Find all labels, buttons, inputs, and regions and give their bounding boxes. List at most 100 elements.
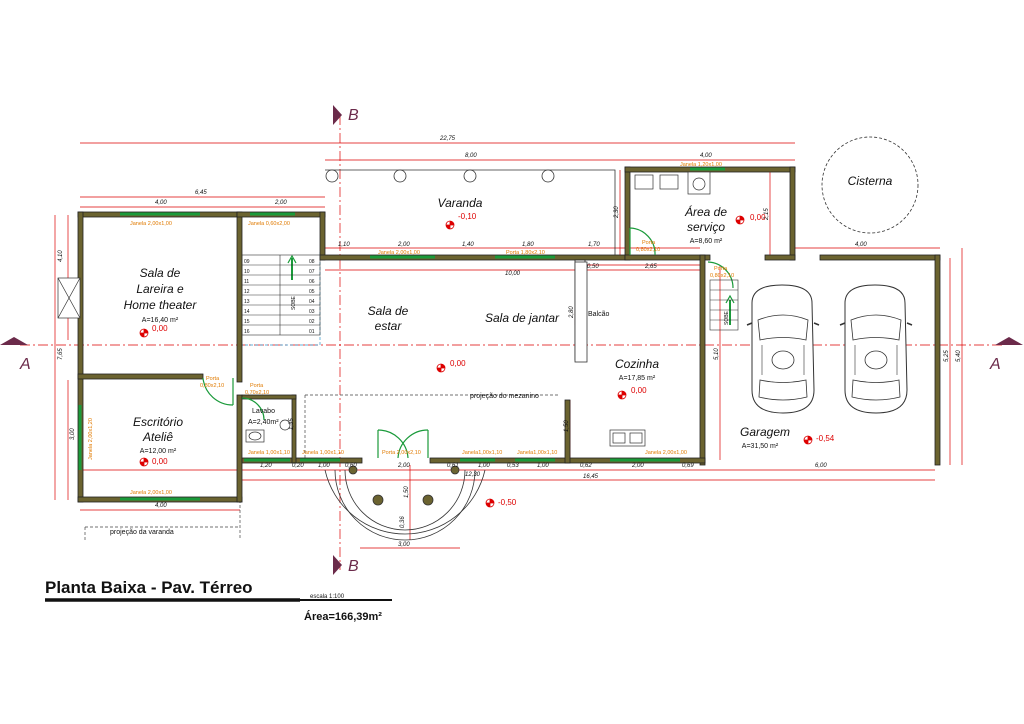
projecao-mezanino-note: projeção do mezanino [470,393,539,400]
svg-text:0,36: 0,36 [400,516,406,528]
svg-text:Janela1,00x1,10: Janela1,00x1,10 [462,450,502,456]
svg-text:03: 03 [309,309,315,315]
garagem-name: Garagem [740,425,790,439]
svg-text:0,69: 0,69 [682,463,694,469]
sala-lareira-l2: Lareira e [136,282,184,296]
svg-text:Janela 1,00x1,10: Janela 1,00x1,10 [248,450,290,456]
svg-text:Janela 1,20x1,00: Janela 1,20x1,00 [680,162,722,168]
servico-l1: Área de [684,204,727,219]
svg-text:5,40: 5,40 [956,350,962,362]
svg-text:Janela 0,60x2,00: Janela 0,60x2,00 [248,221,290,227]
svg-text:Porta: Porta [206,376,220,382]
svg-text:04: 04 [309,299,315,305]
varanda-level: -0,10 [458,212,477,221]
staircase [241,254,739,336]
cistern-outline [821,136,919,234]
svg-text:0,20: 0,20 [292,463,304,469]
svg-text:2,30: 2,30 [614,206,620,219]
svg-text:3,00: 3,00 [398,542,410,548]
escritorio-area: A=12,00 m² [140,448,177,455]
svg-text:4,00: 4,00 [155,503,167,509]
sala-lareira-level: 0,00 [152,324,168,333]
svg-text:2,80: 2,80 [569,306,575,319]
svg-text:1,40: 1,40 [462,242,474,248]
section-b-bottom: B [348,558,359,575]
sala-lareira-l1: Sala de [140,266,181,280]
svg-text:0,62: 0,62 [580,463,592,469]
title-block: Planta Baixa - Pav. Térreo escala 1:100 … [45,578,392,623]
car-left-icon [746,284,820,414]
svg-text:0,61: 0,61 [447,463,459,469]
svg-text:06: 06 [309,279,315,285]
svg-text:Porta: Porta [250,383,264,389]
svg-text:09: 09 [244,259,250,265]
escritorio-l2: Ateliê [142,430,173,444]
svg-text:08: 08 [309,259,315,265]
svg-text:16,45: 16,45 [583,474,599,480]
sala-jantar-name: Sala de jantar [485,311,560,325]
svg-text:Janela 2,00x1,00: Janela 2,00x1,00 [645,450,687,456]
cisterna-name: Cisterna [848,174,893,188]
sala-lareira-area: A=16,40 m² [142,317,179,324]
svg-text:3,00: 3,00 [70,428,76,440]
servico-area: A=8,60 m² [690,238,723,245]
svg-text:Janela 1,00x1,10: Janela 1,00x1,10 [302,450,344,456]
sala-estar-level: 0,00 [450,359,466,368]
kitchen-sink-icon [609,429,646,447]
svg-text:1,00: 1,00 [478,463,490,469]
svg-text:16: 16 [244,329,250,335]
svg-text:1,00: 1,00 [318,463,330,469]
svg-text:Janela 2,00x1,20: Janela 2,00x1,20 [88,418,94,460]
svg-text:10,00: 10,00 [505,271,521,277]
svg-text:0,70x2,10: 0,70x2,10 [245,390,269,396]
sobe-label-2: SOBE [724,310,730,325]
cozinha-level: 0,00 [631,386,647,395]
svg-text:1,20: 1,20 [260,463,272,469]
svg-text:Porta: Porta [714,266,728,272]
sala-estar-l1: Sala de [368,304,409,318]
svg-text:1,50: 1,50 [404,486,410,498]
fireplace [57,277,81,319]
svg-text:1,80: 1,80 [522,242,534,248]
svg-text:5,10: 5,10 [714,348,720,360]
svg-text:22,75: 22,75 [439,136,456,142]
sala-lareira-l3: Home theater [124,298,198,312]
sobe-label-1: SOBE [291,295,297,310]
svg-text:05: 05 [309,289,315,295]
svg-text:4,00: 4,00 [155,200,167,206]
dimension-values: 22,75 8,00 4,00 6,45 4,00 2,00 4,10 7,65… [58,136,962,548]
svg-text:Porta 1,80x2,10: Porta 1,80x2,10 [506,250,545,256]
sala-estar-l2: estar [375,319,403,333]
svg-text:10: 10 [244,269,250,275]
svg-text:2,00: 2,00 [397,242,410,248]
svg-text:5,25: 5,25 [944,350,950,362]
svg-text:01: 01 [309,329,315,335]
svg-text:0,60: 0,60 [345,463,357,469]
lavabo-name: Lavabo [252,408,275,415]
svg-text:1,50: 1,50 [564,420,570,432]
svg-text:14: 14 [244,309,250,315]
svg-text:0,80x2,10: 0,80x2,10 [710,273,734,279]
svg-text:Janela 2,00x1,00: Janela 2,00x1,00 [130,221,172,227]
plan-title: Planta Baixa - Pav. Térreo [45,578,253,597]
servico-level: 0,00 [750,213,766,222]
entrance-steps [324,465,486,541]
svg-text:02: 02 [309,319,315,325]
svg-text:Janela 2,00x1,00: Janela 2,00x1,00 [130,490,172,496]
windows [78,167,725,501]
svg-text:11: 11 [244,279,249,285]
svg-text:1,00: 1,00 [537,463,549,469]
svg-text:1,70: 1,70 [588,242,600,248]
svg-text:13: 13 [244,299,250,305]
svg-text:2,00: 2,00 [274,200,287,206]
svg-text:07: 07 [309,269,315,275]
svg-text:1,10: 1,10 [338,242,350,248]
garagem-area: A=31,50 m² [742,443,779,450]
stair-numbers: 09 10 11 12 13 14 15 16 08 07 06 05 04 0… [244,259,315,335]
svg-text:2,15: 2,15 [764,208,770,221]
svg-text:7,65: 7,65 [58,348,64,360]
garagem-level: -0,54 [816,434,835,443]
varanda-name: Varanda [438,196,483,210]
section-markers: A A B B [0,105,1023,575]
balcao-label: Balcão [588,311,610,318]
